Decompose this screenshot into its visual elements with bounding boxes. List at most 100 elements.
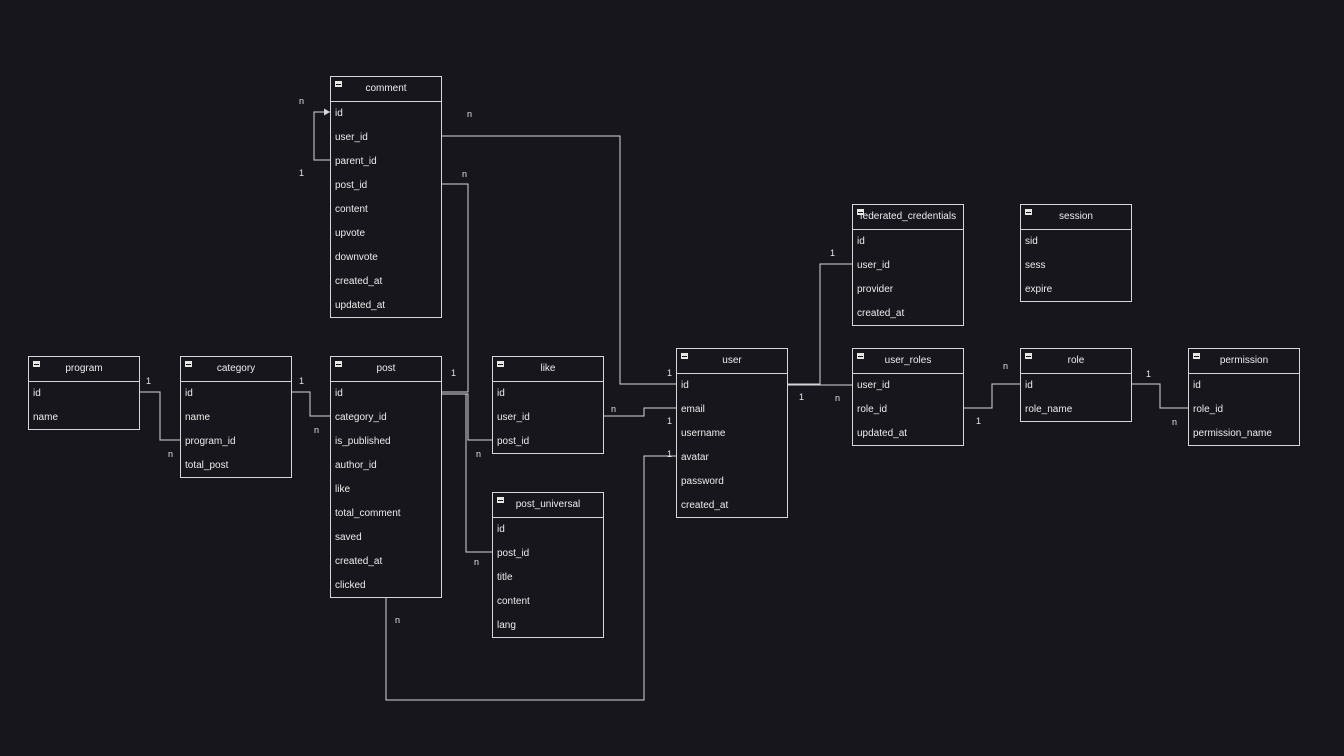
field-row[interactable]: id	[497, 388, 505, 399]
table-title: federated_credentials	[859, 211, 957, 222]
field-row[interactable]: updated_at	[335, 300, 386, 311]
collapse-icon[interactable]	[1025, 209, 1032, 215]
field-row[interactable]: id	[335, 108, 343, 119]
table-header[interactable]: user	[677, 349, 787, 374]
table-header[interactable]: program	[29, 357, 139, 382]
table-role[interactable]: role id role_name	[1020, 348, 1132, 422]
field-row[interactable]: author_id	[335, 460, 377, 471]
collapse-icon[interactable]	[857, 209, 864, 215]
collapse-icon[interactable]	[185, 361, 192, 367]
collapse-icon[interactable]	[857, 353, 864, 359]
field-row[interactable]: id	[1193, 380, 1201, 391]
field-row[interactable]: avatar	[681, 452, 709, 463]
table-header[interactable]: permission	[1189, 349, 1299, 374]
field-row[interactable]: post_id	[497, 548, 530, 559]
field-row[interactable]: total_comment	[335, 508, 401, 519]
table-header[interactable]: comment	[331, 77, 441, 102]
table-category[interactable]: category id name program_id total_post	[180, 356, 292, 478]
table-header[interactable]: category	[181, 357, 291, 382]
field-row[interactable]: password	[681, 476, 724, 487]
field-row[interactable]: sid	[1025, 236, 1038, 247]
cardinality-label: n	[462, 169, 468, 179]
field-row[interactable]: role_name	[1025, 404, 1073, 415]
field-row[interactable]: id	[497, 524, 505, 535]
table-like[interactable]: like id user_id post_id	[492, 356, 604, 454]
field-row[interactable]: downvote	[335, 252, 378, 263]
field-row[interactable]: upvote	[335, 228, 366, 239]
field-row[interactable]: program_id	[185, 436, 236, 447]
table-session[interactable]: session sid sess expire	[1020, 204, 1132, 302]
collapse-icon[interactable]	[497, 497, 504, 503]
field-row[interactable]: id	[1025, 380, 1033, 391]
collapse-icon[interactable]	[681, 353, 688, 359]
field-row[interactable]: created_at	[681, 500, 729, 511]
table-user[interactable]: user id email username avatar password created…	[676, 348, 788, 518]
table-header[interactable]: user_roles	[853, 349, 963, 374]
field-row[interactable]: id	[33, 388, 41, 399]
field-row[interactable]: role_id	[1193, 404, 1224, 415]
field-row[interactable]: clicked	[335, 580, 366, 591]
field-row[interactable]: name	[185, 412, 211, 423]
field-row[interactable]: user_id	[335, 132, 368, 143]
table-header[interactable]: post_universal	[493, 493, 603, 518]
field-row[interactable]: total_post	[185, 460, 229, 471]
field-row[interactable]: user_id	[497, 412, 530, 423]
field-row[interactable]: username	[681, 428, 726, 439]
field-row[interactable]: email	[681, 404, 705, 415]
field-row[interactable]: name	[33, 412, 59, 423]
field-row[interactable]: saved	[335, 532, 362, 543]
field-row[interactable]: id	[681, 380, 689, 391]
collapse-icon[interactable]	[335, 81, 342, 87]
table-header[interactable]: role	[1021, 349, 1131, 374]
collapse-icon[interactable]	[335, 361, 342, 367]
table-header[interactable]: like	[493, 357, 603, 382]
field-row[interactable]: post_id	[335, 180, 368, 191]
table-title: role	[1067, 355, 1085, 366]
field-row[interactable]: role_id	[857, 404, 888, 415]
table-header[interactable]: federated_credentials	[853, 205, 963, 230]
field-row[interactable]: created_at	[335, 556, 383, 567]
field-row[interactable]: provider	[857, 284, 894, 295]
field-row[interactable]: updated_at	[857, 428, 908, 439]
collapse-icon[interactable]	[497, 361, 504, 367]
cardinality-label: n	[1172, 417, 1178, 427]
table-header[interactable]: session	[1021, 205, 1131, 230]
field-row[interactable]: parent_id	[335, 156, 377, 167]
field-row[interactable]: lang	[497, 620, 516, 631]
field-row[interactable]: id	[857, 236, 865, 247]
field-row[interactable]: category_id	[335, 412, 387, 423]
field-row[interactable]: is_published	[335, 436, 391, 447]
field-row[interactable]: created_at	[335, 276, 383, 287]
cardinality-label: 1	[667, 449, 673, 459]
field-row[interactable]: user_id	[857, 380, 890, 391]
connector-comment-user	[442, 135, 676, 385]
connector-role-permission	[1132, 383, 1188, 409]
field-row[interactable]: content	[335, 204, 368, 215]
table-program[interactable]: program id name	[28, 356, 140, 430]
collapse-icon[interactable]	[1025, 353, 1032, 359]
field-row[interactable]: content	[497, 596, 530, 607]
field-row[interactable]: user_id	[857, 260, 890, 271]
cardinality-label: 1	[1146, 369, 1152, 379]
collapse-icon[interactable]	[1193, 353, 1200, 359]
cardinality-label: n	[1003, 361, 1009, 371]
field-row[interactable]: permission_name	[1193, 428, 1272, 439]
field-row[interactable]: sess	[1025, 260, 1046, 271]
collapse-icon[interactable]	[33, 361, 40, 367]
field-row[interactable]: id	[335, 388, 343, 399]
field-row[interactable]: post_id	[497, 436, 530, 447]
field-row[interactable]: like	[335, 484, 351, 495]
table-permission[interactable]: permission id role_id permission_name	[1188, 348, 1300, 446]
field-row[interactable]: expire	[1025, 284, 1053, 295]
table-header[interactable]: post	[331, 357, 441, 382]
cardinality-label: 1	[299, 376, 305, 386]
cardinality-label: n	[474, 557, 480, 567]
field-row[interactable]: id	[185, 388, 193, 399]
field-row[interactable]: title	[497, 572, 513, 583]
field-row[interactable]: created_at	[857, 308, 905, 319]
table-user-roles[interactable]: user_roles user_id role_id updated_at	[852, 348, 964, 446]
